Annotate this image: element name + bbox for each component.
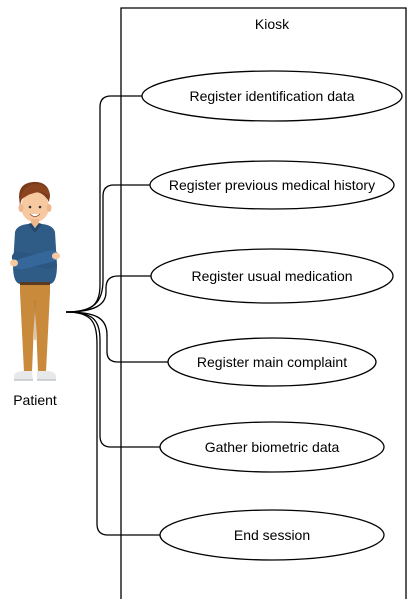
use-case-gather-biometric-data: Gather biometric data <box>159 421 385 473</box>
use-case-label: Register previous medical history <box>169 177 375 193</box>
association-line-medical-history <box>65 184 151 313</box>
actor-name: Patient <box>13 392 57 408</box>
association-line-main-complaint <box>65 311 168 363</box>
use-case-label: Register usual medication <box>191 268 352 284</box>
association-lines <box>65 95 168 536</box>
use-case-register-identification-data: Register identification data <box>141 70 403 122</box>
use-case-label: Gather biometric data <box>205 439 340 455</box>
use-case-label: Register identification data <box>190 88 355 104</box>
use-case-label: Register main complaint <box>197 354 347 370</box>
use-case-register-previous-medical-history: Register previous medical history <box>149 160 395 210</box>
use-case-end-session: End session <box>159 509 385 561</box>
association-line-end-session <box>65 311 160 536</box>
system-boundary <box>120 7 407 599</box>
patient-person-icon <box>10 181 60 381</box>
use-case-register-main-complaint: Register main complaint <box>167 337 377 387</box>
use-case-label: End session <box>234 527 310 543</box>
association-line-biometric <box>65 311 160 448</box>
association-line-usual-medication <box>65 275 151 313</box>
use-case-register-usual-medication: Register usual medication <box>150 248 394 304</box>
association-line-identification <box>65 95 143 313</box>
system-title: Kiosk <box>255 16 290 32</box>
